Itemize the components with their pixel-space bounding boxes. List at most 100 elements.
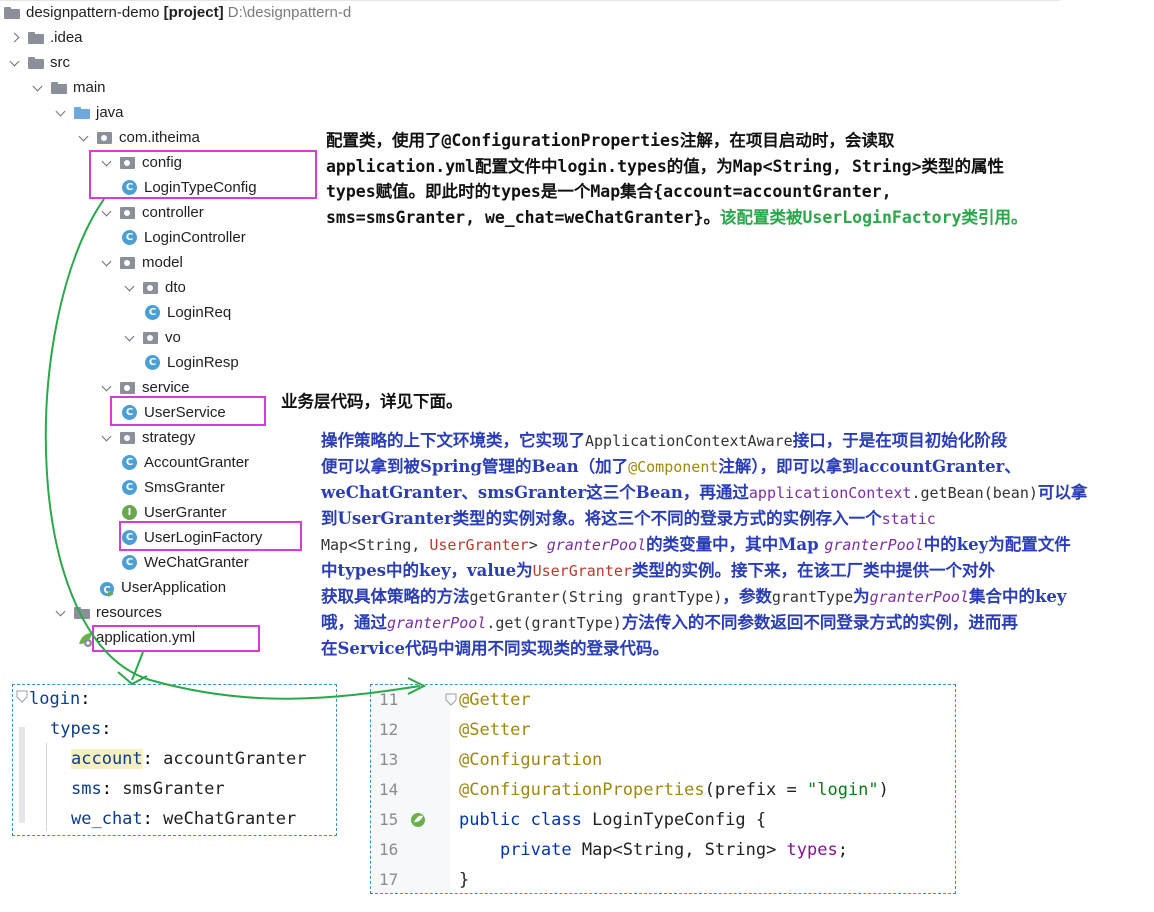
chevron-right-icon[interactable] bbox=[8, 25, 20, 50]
tree-item-resources[interactable]: resources bbox=[0, 600, 320, 625]
yaml-line[interactable]: login: bbox=[29, 685, 90, 713]
code-line[interactable]: private Map<String, String> types; bbox=[459, 835, 848, 865]
tree-item-label: controller bbox=[142, 204, 204, 221]
config-note-line: types赋值。即此时的types是一个Map集合{account=accoun… bbox=[326, 182, 892, 201]
yaml-line[interactable]: account: accountGranter bbox=[71, 745, 306, 773]
tree-item-label: LoginController bbox=[144, 229, 246, 246]
arrow-yml-to-yaml bbox=[131, 651, 144, 681]
tree-item-label: LoginResp bbox=[167, 354, 239, 371]
class-icon: C bbox=[122, 180, 138, 196]
strategy-code-text: .getBean(bean) bbox=[911, 484, 1038, 502]
yaml-line[interactable]: sms: smsGranter bbox=[71, 775, 225, 803]
indent-guide bbox=[46, 743, 47, 831]
line-gutter bbox=[371, 685, 451, 893]
code-line[interactable]: @ConfigurationProperties(prefix = "login… bbox=[459, 775, 889, 805]
chevron-down-icon[interactable] bbox=[31, 75, 43, 100]
code-token: Map<String, String> bbox=[581, 840, 787, 860]
strategy-note-line: 获取具体策略的方法getGranter(String grantType)，参数… bbox=[321, 584, 1151, 610]
folder-icon bbox=[28, 55, 44, 71]
tree-item-label: WeChatGranter bbox=[144, 554, 249, 571]
code-line[interactable]: @Configuration bbox=[459, 745, 602, 775]
code-token: @Configuration bbox=[459, 750, 603, 770]
tree-item-logincontroller[interactable]: C LoginController bbox=[0, 225, 320, 250]
code-line[interactable]: @Getter bbox=[459, 685, 531, 715]
strategy-text: 可以拿 bbox=[1037, 483, 1088, 502]
yaml-key: sms bbox=[71, 779, 102, 799]
package-icon bbox=[120, 430, 136, 446]
strategy-text: 获取具体策略的方法 bbox=[321, 587, 470, 606]
chevron-down-icon[interactable] bbox=[100, 250, 112, 275]
strategy-text: 为 bbox=[853, 587, 870, 606]
config-note: 配置类，使用了@ConfigurationProperties注解，在项目启动时… bbox=[326, 128, 1146, 230]
project-name: designpattern-demo bbox=[26, 4, 164, 21]
line-number: 12 bbox=[379, 720, 399, 739]
tree-item-vo[interactable]: vo bbox=[0, 325, 320, 350]
tree-item-designpattern-demo[interactable]: designpattern-demo [project] D:\designpa… bbox=[0, 0, 351, 25]
strategy-note-line: 在Service代码中调用不同实现类的登录代码。 bbox=[321, 639, 670, 658]
tree-item-java[interactable]: java bbox=[0, 100, 320, 125]
tree-item-config[interactable]: config bbox=[0, 150, 320, 175]
chevron-down-icon[interactable] bbox=[123, 275, 135, 300]
strategy-italic-text: granterPool bbox=[387, 614, 487, 632]
folder-icon bbox=[28, 30, 44, 46]
code-token: (prefix = bbox=[704, 780, 807, 800]
code-token: LoginTypeConfig { bbox=[592, 810, 767, 830]
code-line[interactable]: public class LoginTypeConfig { bbox=[459, 805, 766, 835]
class-icon: C bbox=[122, 230, 138, 246]
strategy-note-line: Map<String, UserGranter> granterPool的类变量… bbox=[321, 532, 1151, 558]
yaml-line[interactable]: we_chat: weChatGranter bbox=[71, 805, 296, 833]
strategy-text: ，参数 bbox=[722, 587, 772, 606]
strategy-code-text: @Component bbox=[628, 458, 719, 476]
class-icon: C bbox=[122, 555, 138, 571]
chevron-down-icon[interactable] bbox=[100, 200, 112, 225]
chevron-down-icon[interactable] bbox=[123, 325, 135, 350]
package-icon bbox=[120, 255, 136, 271]
yaml-key: types bbox=[50, 719, 102, 739]
strategy-text: 中的key为配置文件 bbox=[923, 535, 1071, 554]
strategy-text: weChatGranter、smsGranter这三个Bean，再通过 bbox=[321, 483, 749, 502]
yaml-editor-panel: login: types: account: accountGranter sm… bbox=[12, 684, 337, 836]
strategy-text: 接口，于是在项目初始化阶段 bbox=[792, 431, 1008, 450]
tree-item-label: UserApplication bbox=[121, 579, 227, 596]
tree-item-wechatgranter[interactable]: C WeChatGranter bbox=[0, 550, 320, 575]
chevron-down-icon[interactable] bbox=[54, 100, 66, 125]
yaml-line[interactable]: types: bbox=[50, 715, 111, 743]
config-note-green-text: 该配置类被UserLoginFactory类引用。 bbox=[720, 207, 1028, 227]
tree-item-dto[interactable]: dto bbox=[0, 275, 320, 300]
strategy-note: 操作策略的上下文环境类，它实现了ApplicationContextAware接… bbox=[321, 428, 1151, 662]
config-note-line: sms=smsGranter, we_chat=weChatGranter}。该… bbox=[326, 205, 1146, 231]
strategy-note-line: 操作策略的上下文环境类，它实现了ApplicationContextAware接… bbox=[321, 428, 1151, 454]
code-line[interactable]: @Setter bbox=[459, 715, 531, 745]
fold-icon[interactable] bbox=[445, 693, 457, 707]
tree-item-label: dto bbox=[165, 279, 186, 296]
tree-item-label: src bbox=[50, 54, 70, 71]
chevron-down-icon[interactable] bbox=[77, 125, 89, 150]
chevron-down-icon[interactable] bbox=[54, 600, 66, 625]
yaml-colon: : bbox=[80, 689, 91, 709]
code-line[interactable]: } bbox=[459, 865, 469, 895]
strategy-code-text: applicationContext bbox=[748, 484, 912, 502]
strategy-note-line: 便可以拿到被Spring管理的Bean（加了@Component注解），即可以拿… bbox=[321, 454, 1151, 480]
strategy-text: 中types中的key，value为 bbox=[321, 561, 533, 580]
folder-icon bbox=[51, 80, 67, 96]
class-icon: C bbox=[122, 480, 138, 496]
tree-item-src[interactable]: src bbox=[0, 50, 320, 75]
spring-bean-icon[interactable] bbox=[409, 811, 427, 829]
chevron-down-icon[interactable] bbox=[100, 425, 112, 450]
tree-item-com-itheima[interactable]: com.itheima bbox=[0, 125, 320, 150]
tree-item-model[interactable]: model bbox=[0, 250, 320, 275]
highlight-userservice bbox=[110, 396, 266, 426]
tree-item-main[interactable]: main bbox=[0, 75, 320, 100]
tree-item-strategy[interactable]: strategy bbox=[0, 425, 320, 450]
chevron-down-icon[interactable] bbox=[8, 50, 20, 75]
tree-item-controller[interactable]: controller bbox=[0, 200, 320, 225]
tree-item--idea[interactable]: .idea bbox=[0, 25, 320, 50]
yaml-value: smsGranter bbox=[122, 779, 225, 799]
